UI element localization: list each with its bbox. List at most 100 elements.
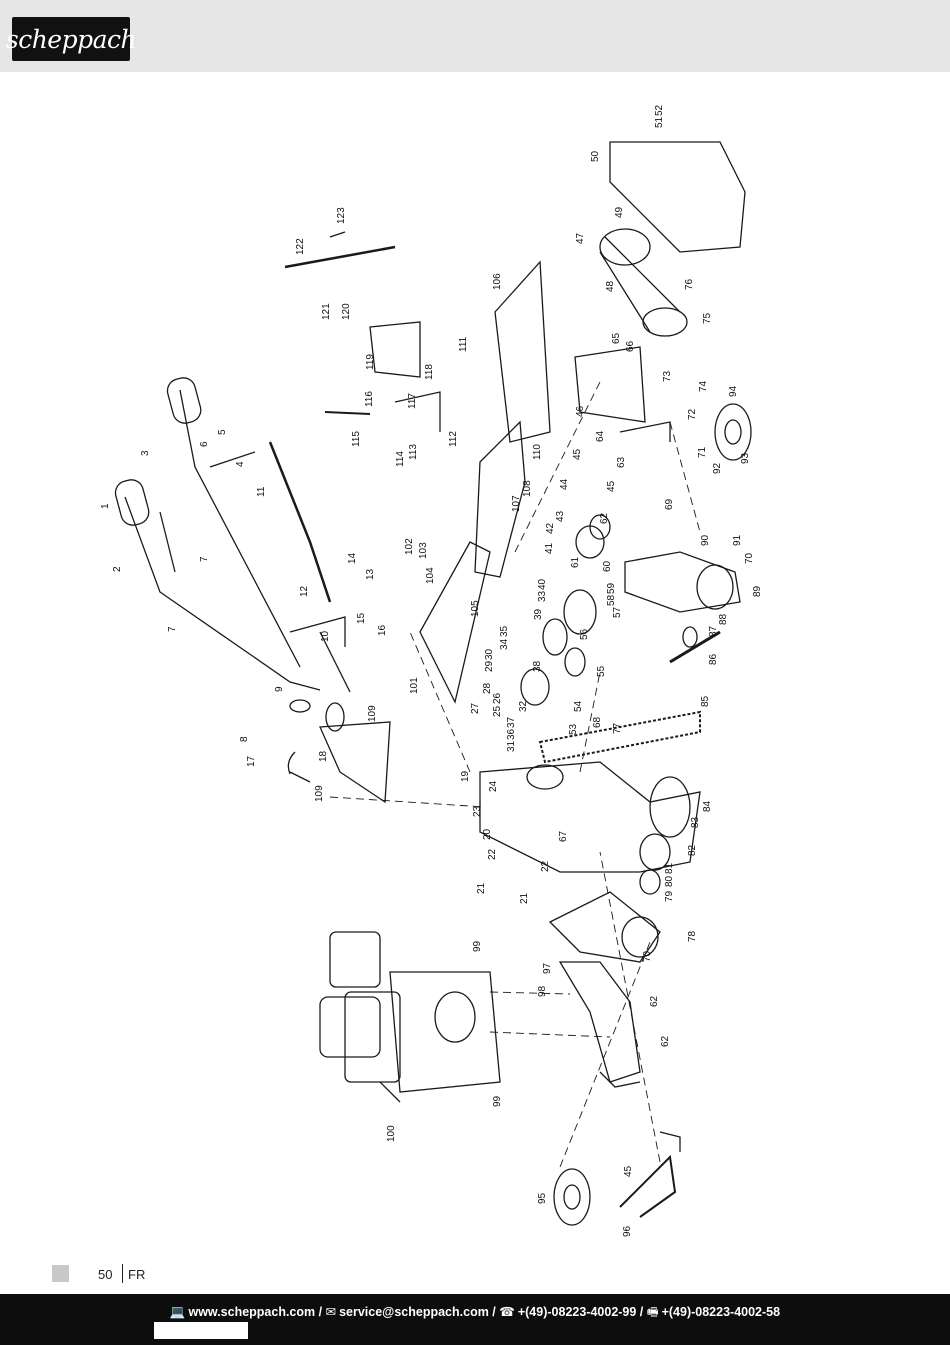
callout-112: 112 bbox=[448, 431, 459, 447]
page-number: 50 bbox=[98, 1267, 113, 1282]
callout-50: 50 bbox=[590, 150, 601, 162]
callout-93a: 93 bbox=[740, 452, 751, 464]
callout-43: 43 bbox=[555, 510, 566, 522]
handle-bracket bbox=[284, 231, 441, 432]
callout-117: 117 bbox=[407, 393, 418, 409]
callout-30: 30 bbox=[484, 648, 495, 660]
skid-bracket bbox=[287, 721, 391, 804]
fax-icon: 🖷 bbox=[646, 1305, 659, 1319]
callout-32: 32 bbox=[518, 700, 529, 712]
callout-66: 66 bbox=[625, 340, 636, 352]
callout-121: 121 bbox=[321, 303, 332, 320]
callout-63: 63 bbox=[616, 456, 627, 468]
callout-111: 111 bbox=[458, 336, 469, 352]
callout-4: 4 bbox=[235, 461, 246, 467]
belt-cover bbox=[574, 141, 746, 442]
callout-100: 100 bbox=[386, 1125, 397, 1142]
callout-8: 8 bbox=[239, 736, 250, 742]
callout-109a: 109 bbox=[367, 705, 378, 722]
callout-65: 65 bbox=[611, 332, 622, 344]
footer-tab bbox=[154, 1322, 248, 1339]
computer-icon: 💻 bbox=[169, 1305, 186, 1319]
wheels bbox=[553, 403, 752, 1226]
callout-113: 113 bbox=[408, 444, 419, 460]
footer-contact-line: 💻www.scheppach.com / ✉service@scheppach.… bbox=[0, 1303, 950, 1324]
callout-77: 77 bbox=[612, 722, 623, 734]
callout-59: 59 bbox=[606, 582, 617, 594]
callout-58: 58 bbox=[606, 594, 617, 606]
callout-62b: 62 bbox=[649, 995, 660, 1007]
callout-96: 96 bbox=[622, 1225, 633, 1237]
website-link[interactable]: www.scheppach.com / bbox=[188, 1305, 323, 1319]
gear-train bbox=[520, 514, 611, 706]
callout-46: 46 bbox=[575, 405, 586, 417]
callout-49: 49 bbox=[614, 206, 625, 218]
callout-56: 56 bbox=[579, 628, 590, 640]
callout-41: 41 bbox=[544, 542, 555, 554]
callout-29: 29 bbox=[484, 660, 495, 672]
callout-57: 57 bbox=[612, 606, 623, 618]
callout-21a: 21 bbox=[476, 882, 487, 894]
phone-number: +(49)-08223-4002-99 / bbox=[517, 1305, 644, 1319]
callout-82: 82 bbox=[687, 844, 698, 856]
callout-7b: 7 bbox=[167, 626, 178, 632]
output-housing bbox=[624, 551, 741, 664]
callout-70a: 70 bbox=[744, 552, 755, 564]
callout-45a: 45 bbox=[572, 448, 583, 460]
page-language: FR bbox=[128, 1267, 146, 1282]
callout-48: 48 bbox=[605, 280, 616, 292]
callout-12: 12 bbox=[299, 585, 310, 597]
callout-1: 1 bbox=[100, 503, 111, 509]
drive-chain bbox=[538, 710, 701, 764]
callout-5: 5 bbox=[217, 429, 228, 435]
alignment-lines bbox=[329, 381, 701, 1168]
callout-106: 106 bbox=[492, 273, 503, 290]
header-bar: scheppach bbox=[0, 0, 950, 72]
callout-123: 123 bbox=[336, 207, 347, 224]
callout-25: 25 bbox=[492, 705, 503, 717]
engine-base-plate bbox=[558, 961, 641, 1088]
callout-53: 53 bbox=[568, 723, 579, 735]
exploded-view-drawing: 1 2 3 4 5 6 7 7 8 9 10 11 12 13 14 15 16… bbox=[100, 104, 763, 1237]
callout-69: 69 bbox=[664, 498, 675, 510]
rear-cover bbox=[548, 833, 671, 963]
page-marker bbox=[52, 1265, 69, 1282]
callout-67: 67 bbox=[558, 830, 569, 842]
callout-51: 51 bbox=[654, 116, 665, 128]
callout-37: 37 bbox=[506, 716, 517, 728]
callout-24: 24 bbox=[488, 780, 499, 792]
callout-23: 23 bbox=[472, 805, 483, 817]
callout-7a: 7 bbox=[199, 556, 210, 562]
callout-92a: 92 bbox=[712, 462, 723, 474]
handlebar-assembly bbox=[114, 377, 351, 732]
callout-109b: 109 bbox=[314, 785, 325, 802]
callout-17: 17 bbox=[246, 755, 257, 767]
callout-31: 31 bbox=[506, 740, 517, 752]
callout-120: 120 bbox=[341, 303, 352, 320]
callout-39: 39 bbox=[533, 608, 544, 620]
callout-44: 44 bbox=[559, 478, 570, 490]
callout-102: 102 bbox=[404, 538, 415, 555]
footer-bar: 💻www.scheppach.com / ✉service@scheppach.… bbox=[0, 1294, 950, 1345]
callout-52: 52 bbox=[654, 104, 665, 116]
callout-118: 118 bbox=[424, 364, 435, 380]
callout-75: 75 bbox=[702, 312, 713, 324]
callout-33: 33 bbox=[537, 590, 548, 602]
callout-99a: 99 bbox=[472, 940, 483, 952]
callout-2: 2 bbox=[112, 566, 123, 572]
gearbox-housing bbox=[479, 761, 701, 873]
callout-68: 68 bbox=[592, 716, 603, 728]
email-link[interactable]: service@scheppach.com / bbox=[339, 1305, 496, 1319]
callout-34: 34 bbox=[499, 638, 510, 650]
callout-90: 90 bbox=[700, 534, 711, 546]
callout-103: 103 bbox=[418, 542, 429, 559]
callout-42: 42 bbox=[545, 522, 556, 534]
callout-70b: 70 bbox=[642, 950, 653, 962]
callout-116: 116 bbox=[364, 391, 375, 407]
callout-54: 54 bbox=[573, 700, 584, 712]
callout-60: 60 bbox=[602, 560, 613, 572]
callout-28: 28 bbox=[482, 682, 493, 694]
callout-86: 86 bbox=[708, 653, 719, 665]
callout-19: 19 bbox=[460, 770, 471, 782]
callout-55: 55 bbox=[596, 665, 607, 677]
